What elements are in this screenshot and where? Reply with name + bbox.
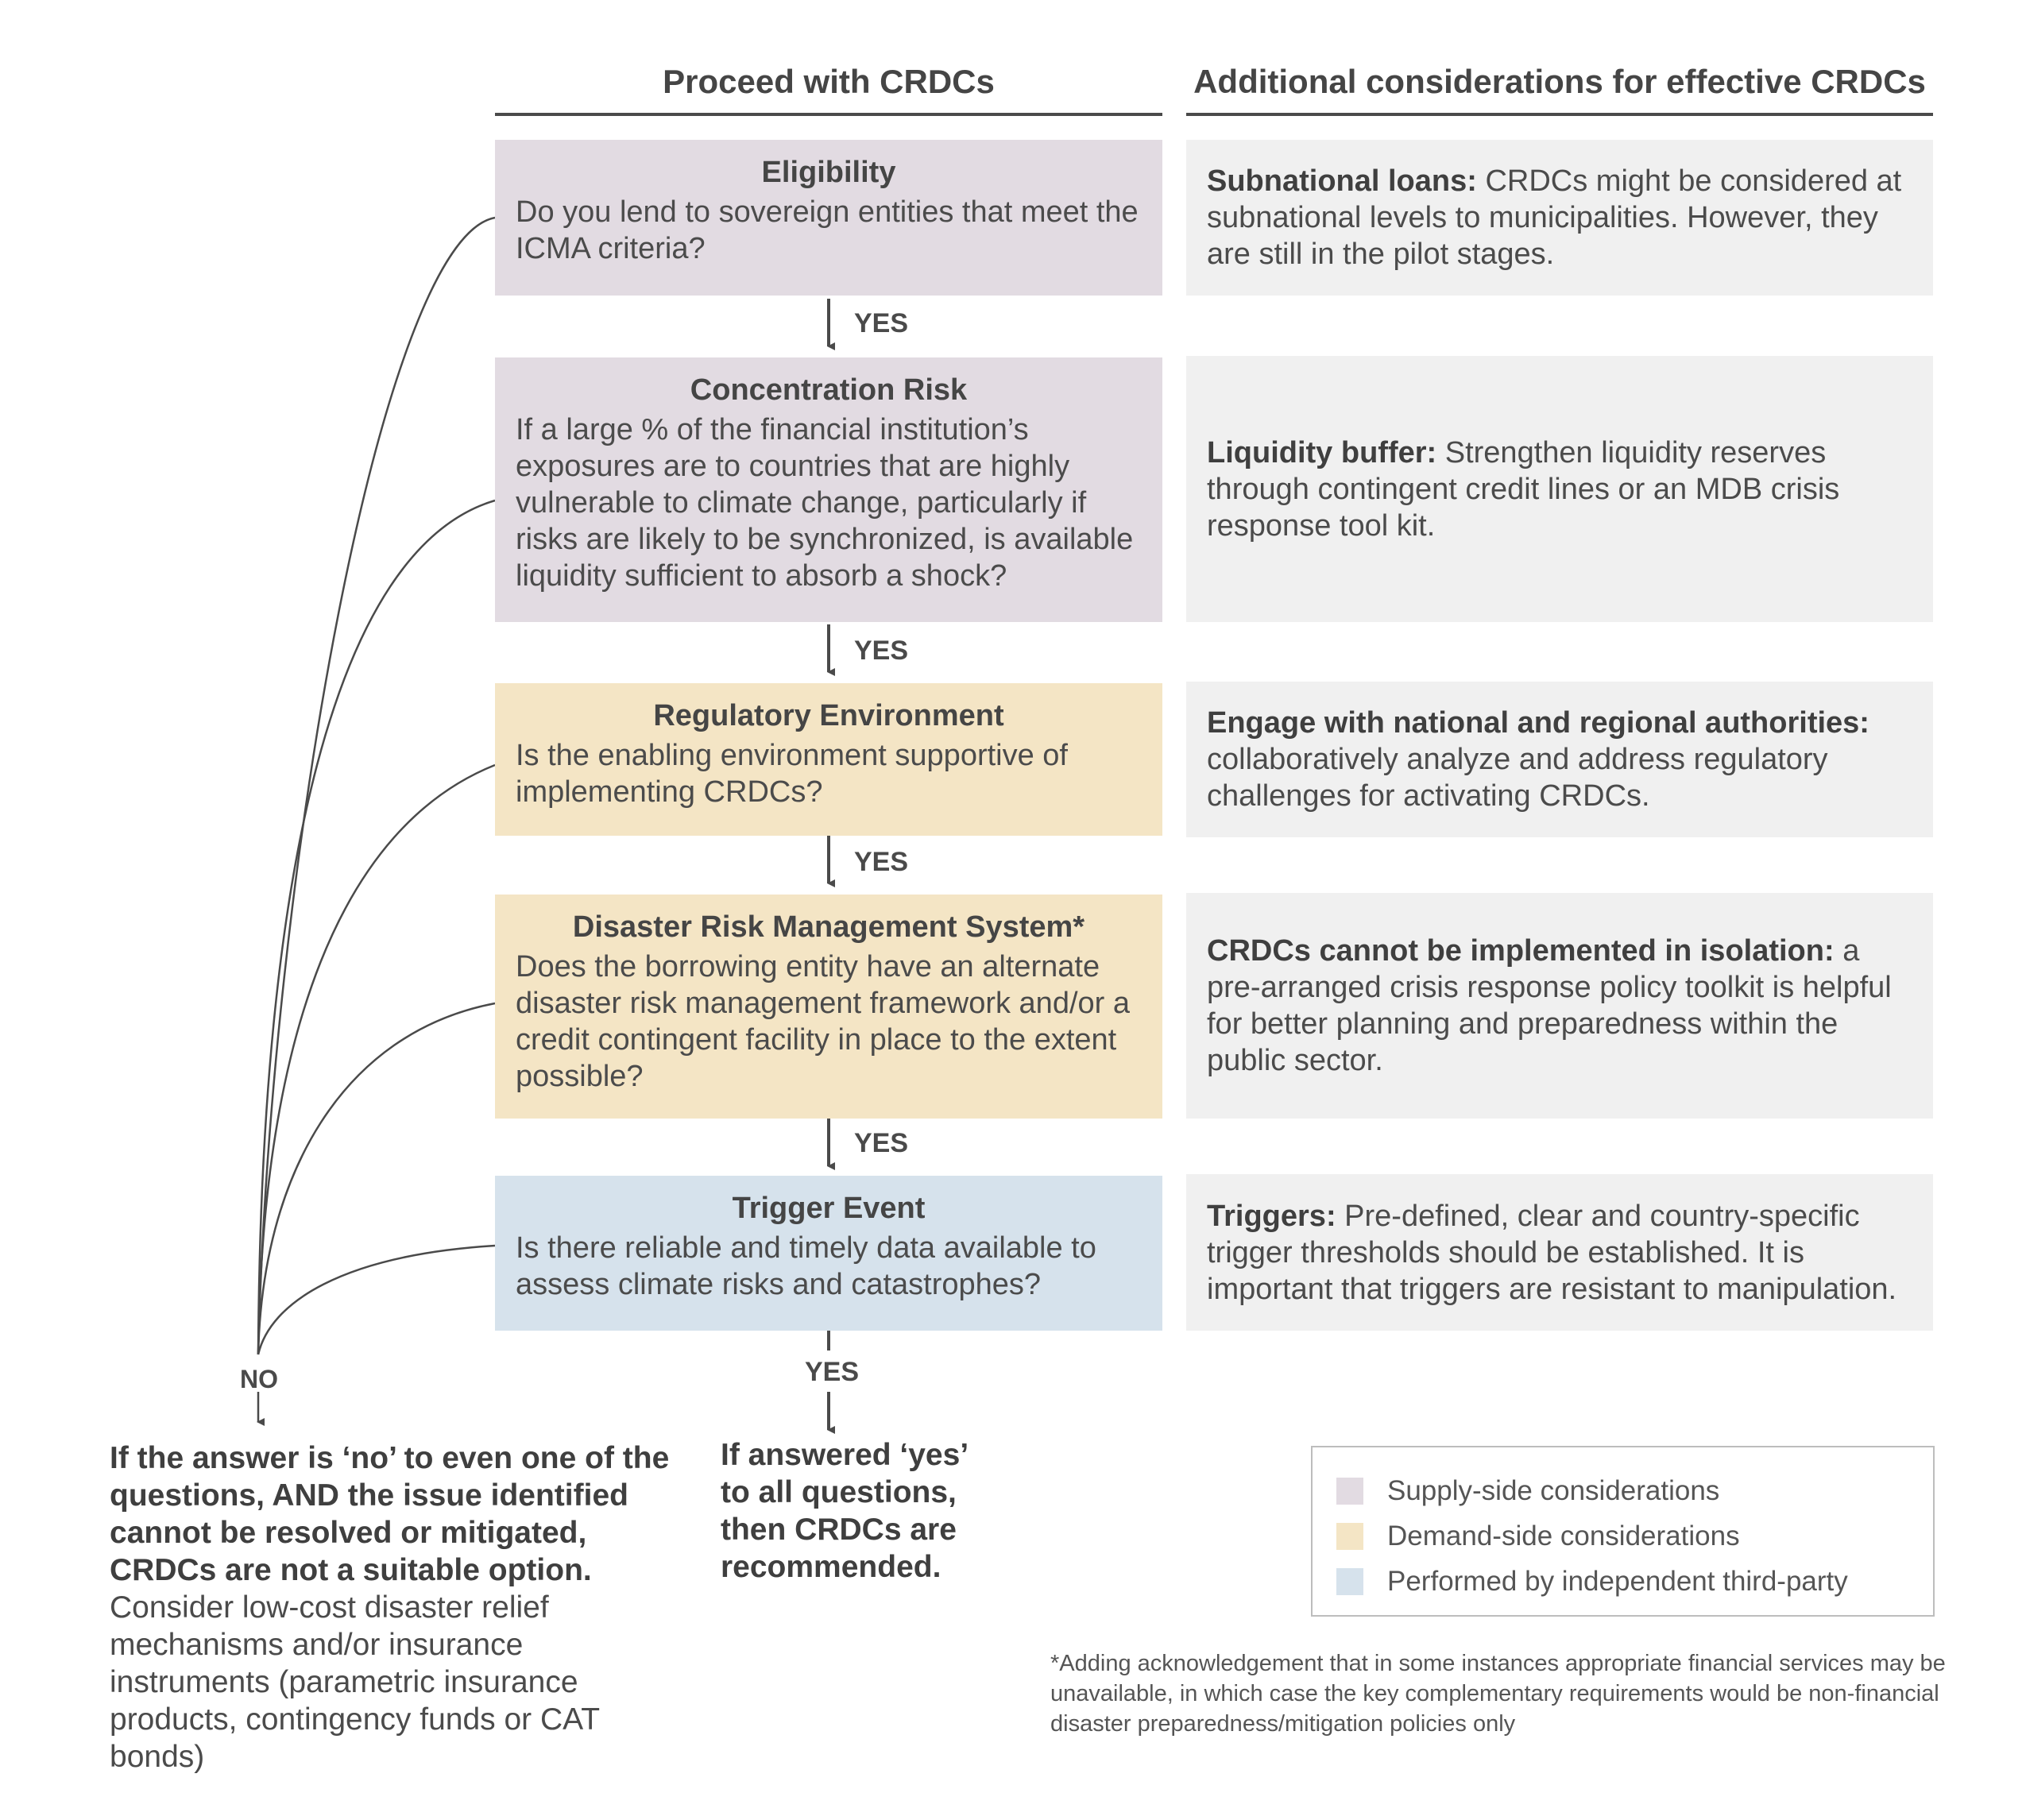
note-liquidity-buffer: Liquidity buffer: Strengthen liquidity r… xyxy=(1186,356,1933,622)
note-lead: Liquidity buffer: xyxy=(1207,435,1437,469)
legend-item-third-party: Performed by independent third-party xyxy=(1336,1559,1909,1604)
yes-outcome-text: If answered ‘yes’ to all questions, then… xyxy=(721,1438,968,1584)
step-regulatory-environment: Regulatory Environment Is the enabling e… xyxy=(495,683,1162,836)
step-disaster-risk-management: Disaster Risk Management System* Does th… xyxy=(495,895,1162,1119)
note-lead: CRDCs cannot be implemented in isolation… xyxy=(1207,934,1835,968)
legend-swatch xyxy=(1336,1477,1363,1505)
legend-label: Demand-side considerations xyxy=(1387,1520,1740,1551)
no-curve-4 xyxy=(257,1002,496,1355)
note-text: a pre-arranged crisis response policy to… xyxy=(1207,934,1892,1077)
yes-label: YES xyxy=(854,1128,909,1158)
note-lead: Engage with national and regional author… xyxy=(1207,706,1869,740)
header-proceed: Proceed with CRDCs xyxy=(495,57,1162,116)
step-eligibility: Eligibility Do you lend to sovereign ent… xyxy=(495,140,1162,296)
step-question: Is the enabling environment supportive o… xyxy=(516,739,1068,809)
no-outcome-bold: If the answer is ‘no’ to even one of the… xyxy=(110,1441,670,1587)
no-curve-5 xyxy=(257,1244,496,1355)
footnote: *Adding acknowledgement that in some ins… xyxy=(1050,1651,1946,1737)
step-concentration-risk: Concentration Risk If a large % of the f… xyxy=(495,357,1162,622)
note-engage-authorities: Engage with national and regional author… xyxy=(1186,682,1933,837)
legend-swatch xyxy=(1336,1522,1363,1550)
step-title: Concentration Risk xyxy=(690,373,968,407)
header-additional: Additional considerations for effective … xyxy=(1186,57,1933,116)
note-lead: Triggers: xyxy=(1207,1199,1336,1233)
no-label: NO xyxy=(240,1365,278,1393)
note-lead: Subnational loans: xyxy=(1207,164,1477,198)
no-curve-3 xyxy=(257,763,496,1355)
yes-outcome: If answered ‘yes’ to all questions, then… xyxy=(721,1436,983,1586)
yes-label: YES xyxy=(854,636,909,666)
legend-item-demand: Demand-side considerations xyxy=(1336,1513,1909,1559)
note-text: collaboratively analyze and address regu… xyxy=(1207,743,1828,813)
note-triggers: Triggers: Pre-defined, clear and country… xyxy=(1186,1174,1933,1331)
no-outcome: If the answer is ‘no’ to even one of the… xyxy=(110,1439,682,1776)
note-not-in-isolation: CRDCs cannot be implemented in isolation… xyxy=(1186,893,1933,1119)
no-outcome-text: Consider low-cost disaster relief mechan… xyxy=(110,1590,600,1774)
legend-swatch xyxy=(1336,1567,1363,1595)
step-question: Does the borrowing entity have an altern… xyxy=(516,950,1130,1093)
no-curve-1 xyxy=(257,216,496,1355)
step-title: Eligibility xyxy=(761,156,896,189)
step-title: Trigger Event xyxy=(732,1192,926,1225)
yes-label: YES xyxy=(854,308,909,338)
step-question: Is there reliable and timely data availa… xyxy=(516,1231,1096,1301)
note-subnational-loans: Subnational loans: CRDCs might be consid… xyxy=(1186,140,1933,296)
step-question: If a large % of the financial institutio… xyxy=(516,413,1134,593)
step-question: Do you lend to sovereign entities that m… xyxy=(516,195,1139,265)
step-title: Regulatory Environment xyxy=(653,699,1004,732)
step-trigger-event: Trigger Event Is there reliable and time… xyxy=(495,1176,1162,1331)
note-text: Pre-defined, clear and country-specific … xyxy=(1207,1199,1897,1306)
legend: Supply-side considerations Demand-side c… xyxy=(1311,1446,1935,1617)
legend-item-supply: Supply-side considerations xyxy=(1336,1468,1909,1513)
no-curve-2 xyxy=(257,499,496,1355)
legend-label: Performed by independent third-party xyxy=(1387,1565,1848,1597)
note-text: CRDCs might be considered at subnational… xyxy=(1207,164,1902,271)
yes-label: YES xyxy=(854,847,909,877)
yes-label-final: YES xyxy=(805,1357,860,1387)
step-title: Disaster Risk Management System* xyxy=(572,910,1085,944)
legend-label: Supply-side considerations xyxy=(1387,1474,1720,1506)
note-text: Strengthen liquidity reserves through co… xyxy=(1207,435,1840,543)
